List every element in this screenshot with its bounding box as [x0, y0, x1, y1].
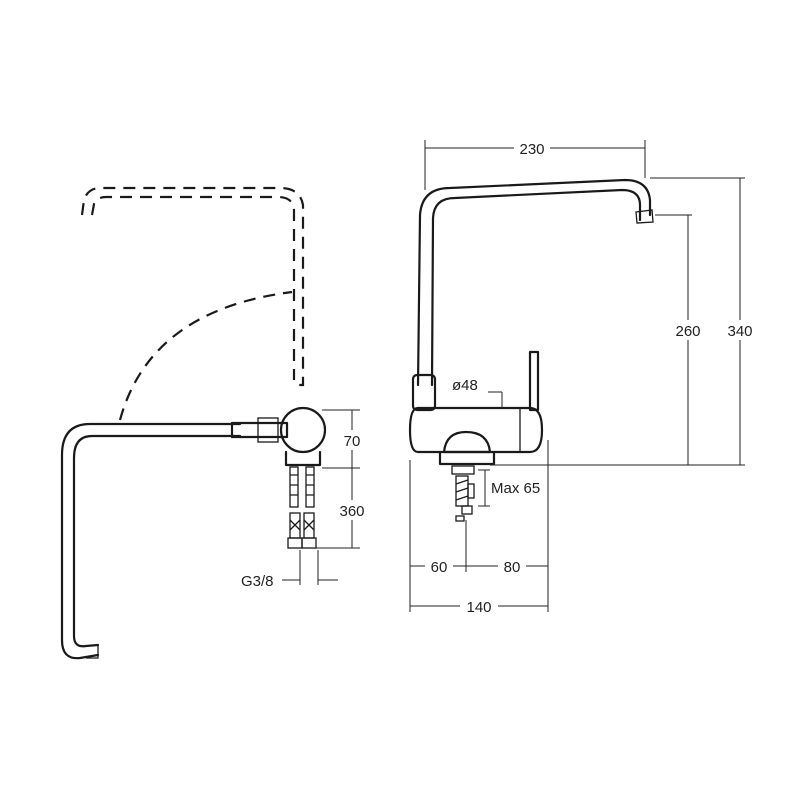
base-flange	[284, 450, 322, 467]
dim-overall-height: 340	[727, 323, 752, 340]
folded-spout-outer	[60, 422, 242, 660]
dim-body-diameter: ø48	[452, 377, 478, 394]
hinge-block	[257, 417, 279, 443]
dim-spout-height: 260	[675, 323, 700, 340]
folded-spout-inner	[72, 434, 242, 648]
dim-body-height: 70	[344, 433, 361, 450]
lever-handle	[528, 350, 540, 412]
base-ring	[438, 450, 496, 466]
body	[408, 406, 544, 454]
left-view	[60, 186, 360, 660]
rotation-arc	[118, 290, 293, 421]
dim-offset-left: 60	[431, 559, 448, 576]
body-circle	[279, 406, 327, 454]
spout-tip	[85, 644, 99, 659]
dashed-spout-upright	[80, 186, 305, 387]
dim-offset-right: 80	[504, 559, 521, 576]
dim-max-thickness: Max 65	[491, 480, 540, 497]
dashed-spout-inner	[90, 195, 296, 380]
base-dome	[442, 430, 492, 454]
spout-joint	[411, 373, 437, 412]
dim-base-width: 140	[466, 599, 491, 616]
dim-connection: G3/8	[241, 573, 274, 590]
spout-inner	[430, 188, 642, 387]
dimension-labels: 230 260 340 ø48 Max 65 70 360 G3/8 60 80…	[241, 138, 760, 616]
right-view	[408, 140, 745, 612]
dims-right	[409, 140, 745, 612]
dims-left	[282, 409, 360, 585]
dim-top-width: 230	[519, 141, 544, 158]
hinge-bracket	[230, 421, 289, 439]
spout-outer	[416, 178, 652, 387]
hose-connections	[287, 466, 317, 549]
spout-aerator	[635, 209, 654, 224]
dim-hose-length: 360	[339, 503, 364, 520]
fixing-stud	[451, 465, 475, 522]
